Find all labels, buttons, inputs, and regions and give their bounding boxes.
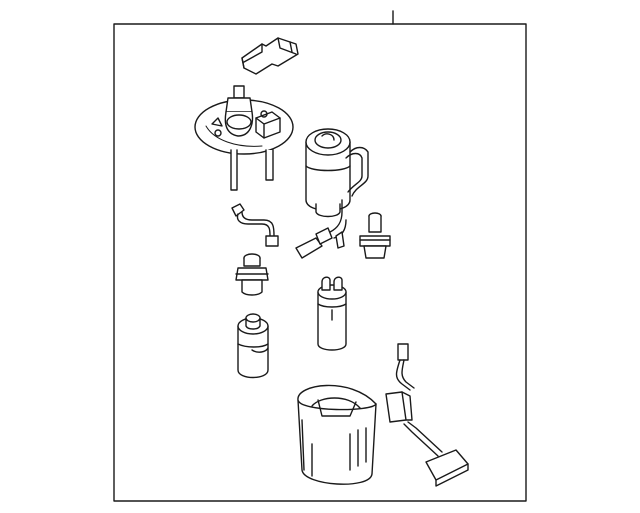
fuel-pump: [317, 276, 347, 351]
pressure-regulator: [359, 212, 391, 259]
wire-harness: [231, 203, 279, 247]
sender-connector: [295, 199, 347, 259]
retainer-clip: [241, 37, 299, 75]
reservoir-bucket: [297, 384, 377, 485]
pump-flange: [194, 85, 294, 191]
check-valve: [235, 253, 269, 296]
diagram-frame: [113, 10, 527, 502]
fuel-filter: [305, 128, 369, 218]
fuel-level-sender: [385, 343, 469, 487]
strainer: [237, 313, 269, 379]
